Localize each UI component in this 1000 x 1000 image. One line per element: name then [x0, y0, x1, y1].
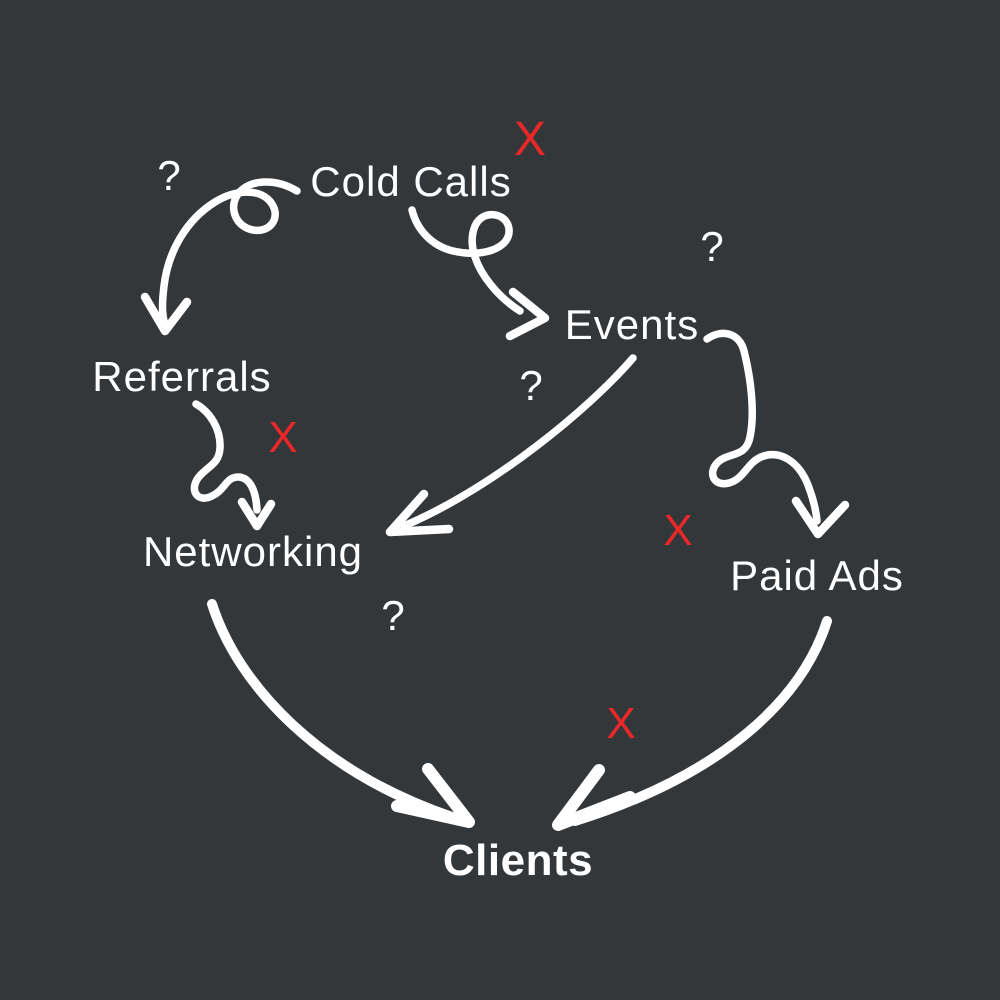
- node-label-clients: Clients: [442, 836, 594, 885]
- arrow-events-to-paid-ads: [703, 329, 850, 539]
- node-label-networking: Networking: [142, 528, 364, 575]
- node-label-referrals: Referrals: [92, 353, 272, 400]
- arrow-networking-to-clients: [207, 599, 475, 828]
- node-label-cold-calls: Cold Calls: [310, 158, 512, 205]
- cross-mark-cold-calls: X: [513, 113, 547, 166]
- cross-mark-events-paid-ads: X: [663, 506, 693, 555]
- node-label-events: Events: [564, 301, 700, 348]
- question-mark-networking-clients: ?: [381, 592, 405, 639]
- question-mark-events: ?: [700, 223, 724, 270]
- node-label-paid-ads: Paid Ads: [730, 552, 904, 599]
- arrow-cold-calls-to-referrals: [140, 178, 301, 336]
- cross-mark-paid-ads-clients: X: [606, 699, 636, 748]
- arrow-events-to-networking: [385, 354, 637, 537]
- arrow-referrals-to-networking: [190, 400, 276, 531]
- question-mark-cold-calls-referrals: ?: [157, 152, 181, 199]
- cross-mark-referrals-networking: X: [268, 413, 298, 462]
- arrow-paid-ads-to-clients: [552, 616, 832, 831]
- question-mark-events-networking: ?: [519, 362, 543, 409]
- arrow-cold-calls-to-events: [408, 206, 550, 341]
